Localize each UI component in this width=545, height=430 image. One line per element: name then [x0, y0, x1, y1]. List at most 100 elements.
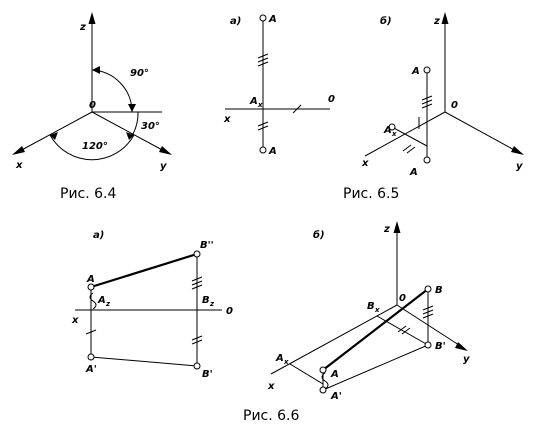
- x-arrow: [12, 146, 25, 155]
- label-az-sub: z: [105, 300, 111, 308]
- label-bx: B: [367, 301, 375, 312]
- label-az: A: [97, 295, 106, 306]
- point-b: [424, 285, 432, 293]
- label-a-bottom: A: [268, 146, 277, 157]
- point-a1: [423, 156, 431, 164]
- label-x: x: [223, 114, 231, 125]
- label-ax: A: [275, 353, 284, 364]
- figure-6-6-a: а) A B'' A z B z x 0 A' B': [71, 230, 233, 380]
- label-z: z: [383, 224, 390, 235]
- wave-mark: [89, 292, 97, 310]
- arc-30: [132, 111, 139, 135]
- label-bz-sub: z: [209, 300, 215, 308]
- point-b1: [424, 341, 432, 349]
- label-a: A: [330, 369, 339, 380]
- point-a: [423, 66, 431, 74]
- label-120: 120°: [82, 141, 108, 152]
- label-zero: 0: [451, 100, 458, 111]
- arc-90: [91, 69, 133, 113]
- label-bz: B: [202, 295, 210, 306]
- label-ax: A: [383, 125, 392, 136]
- label-x: x: [15, 160, 23, 171]
- segment-ab-projection: [322, 344, 429, 391]
- label-b2: B'': [200, 240, 214, 251]
- label-30: 30°: [141, 121, 160, 132]
- label-zero: 0: [226, 306, 233, 317]
- y-axis: [396, 304, 463, 348]
- arc-120: [49, 134, 135, 161]
- caption-6-6: Рис. 6.6: [243, 408, 299, 424]
- z-arrow: [88, 12, 96, 24]
- y-arrow: [511, 146, 524, 155]
- label-zero: 0: [399, 293, 406, 304]
- label-a: A: [86, 274, 95, 285]
- point-b1: [193, 362, 201, 370]
- label-zero: 0: [328, 94, 335, 105]
- axis-tick: [292, 104, 302, 114]
- label-a1: A': [330, 391, 342, 402]
- hatch-top: [257, 53, 269, 67]
- label-ax-sub: x: [257, 101, 263, 109]
- label-90: 90°: [130, 68, 149, 79]
- hatch-diagonal: [402, 144, 416, 154]
- point-a-bottom: [259, 146, 267, 154]
- line-ax-to-a1: [289, 363, 324, 385]
- arc-120-arrow-b: [126, 132, 134, 140]
- figure-6-6-b: б) z 0 B x B B' y A x x A A' Рис. 6.6: [243, 221, 470, 424]
- point-a1: [87, 353, 95, 361]
- hatch-b: [422, 305, 434, 319]
- label-y: y: [516, 161, 523, 172]
- wave-mark: [321, 372, 329, 390]
- point-a: [319, 366, 327, 374]
- label-a1: A: [409, 167, 418, 178]
- caption-6-4: Рис. 6.4: [60, 186, 116, 202]
- y-axis: [444, 111, 519, 153]
- label-a-top: A: [268, 14, 277, 25]
- point-a: [87, 283, 95, 291]
- label-x: x: [361, 158, 369, 169]
- line-ax-to-a1: [391, 126, 428, 147]
- point-b2: [193, 250, 201, 258]
- panel-b-label: б): [380, 15, 392, 27]
- arc-120-arrow-a: [50, 132, 58, 140]
- label-a1: A': [85, 364, 97, 375]
- figure-6-4: z 0 x y 90° 30° 120° Рис. 6.4: [12, 12, 172, 202]
- label-a: A: [411, 66, 420, 77]
- arc-90-arrow-a: [92, 66, 100, 74]
- hatch-bottom: [257, 121, 269, 131]
- z-arrow: [441, 12, 449, 24]
- label-x: x: [71, 315, 79, 326]
- caption-6-5: Рис. 6.5: [343, 186, 399, 202]
- arc-90-arrow-b: [128, 104, 136, 112]
- y-arrow: [159, 146, 172, 155]
- segment-ab-front: [90, 252, 198, 289]
- label-b1: B': [202, 369, 213, 380]
- y-axis: [91, 111, 167, 153]
- hatch-right-bottom: [191, 335, 203, 345]
- label-z: z: [79, 22, 86, 33]
- hatch-diagonal: [397, 325, 411, 335]
- label-b1: B': [435, 341, 446, 352]
- label-ax: A: [249, 96, 258, 107]
- figure-6-5-a: а) A A A x 0 x: [223, 14, 335, 157]
- figure-6-5-b: б) z 0 x y A A x A Рис. 6.5: [343, 12, 524, 202]
- segment-ab-top: [90, 356, 198, 367]
- x-axis: [17, 111, 93, 153]
- panel-a-label: а): [230, 16, 241, 27]
- panel-b-label: б): [313, 229, 325, 241]
- point-a1: [319, 386, 327, 394]
- x-axis: [270, 304, 398, 375]
- tick-left: [85, 329, 97, 335]
- segment-ab-space: [322, 288, 429, 371]
- z-arrow: [393, 221, 401, 233]
- label-ax-sub: x: [283, 358, 289, 366]
- point-ax: [388, 123, 396, 131]
- label-b: B: [435, 285, 443, 296]
- label-ax-sub: x: [391, 130, 397, 138]
- label-o: 0: [89, 100, 96, 111]
- label-x: x: [267, 381, 275, 392]
- label-bx-sub: x: [374, 306, 380, 314]
- point-a-top: [259, 14, 267, 22]
- label-z: z: [433, 16, 440, 27]
